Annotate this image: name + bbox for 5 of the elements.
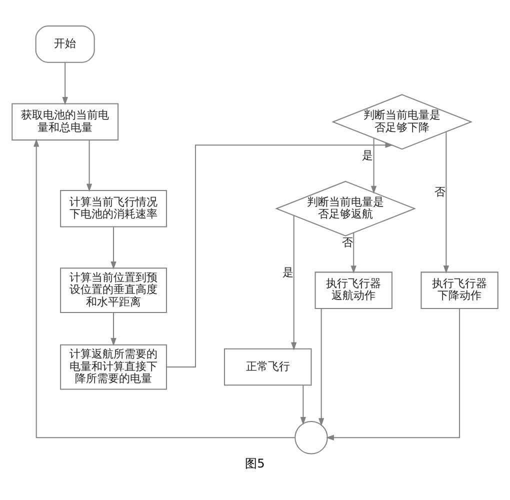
edge-label: 否: [434, 185, 446, 198]
edge-label: 是: [362, 148, 374, 162]
edge-label: 是: [282, 266, 294, 279]
edge-label: 否: [342, 236, 354, 249]
caption: 图5: [245, 456, 265, 470]
